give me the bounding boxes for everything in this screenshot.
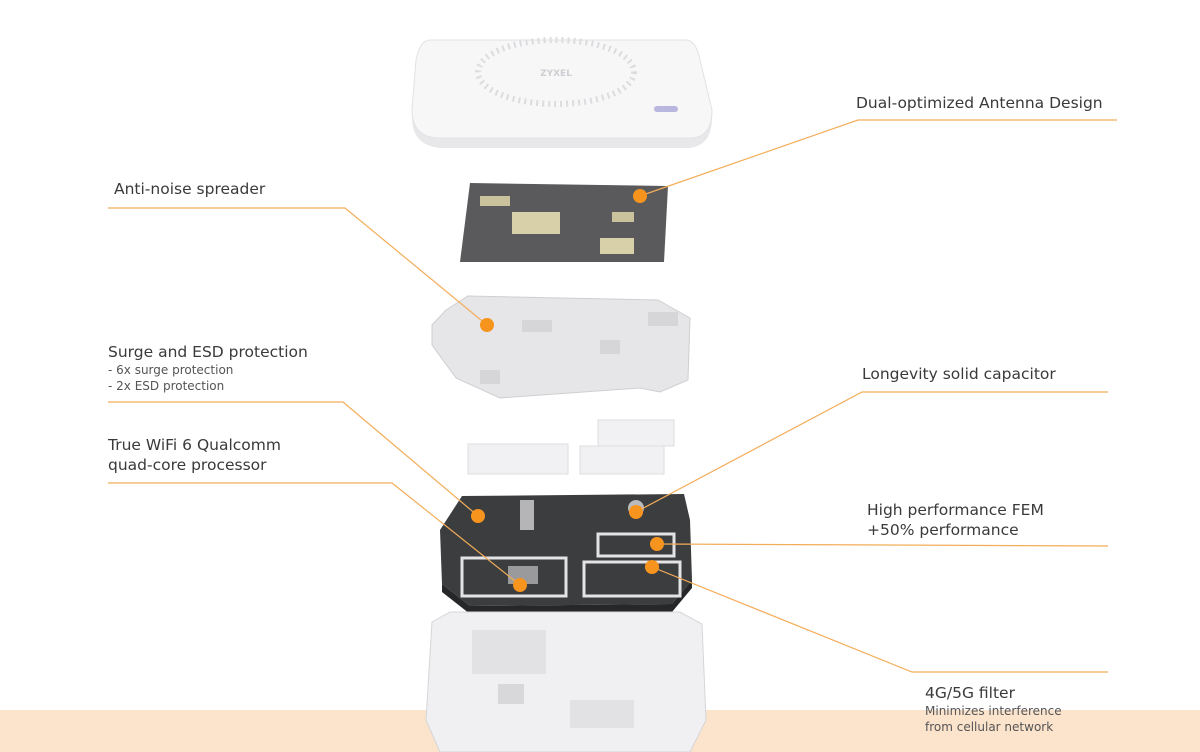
callout-surge-detail: - 2x ESD protection [108,379,225,393]
callout-capacitor: Longevity solid capacitor [862,365,1056,383]
callout-fem-line1: High performance FEM [867,501,1044,519]
callout-fem-line2: +50% performance [867,521,1019,539]
antenna-board [460,183,668,262]
marker-antenna [633,189,647,203]
marker-surge [471,509,485,523]
callout-processor-line1: True WiFi 6 Qualcomm [108,436,281,454]
leader-lines [108,119,1117,673]
callout-markers [471,189,664,592]
marker-processor [513,578,527,592]
brand-logo: ZYXEL [540,69,572,79]
callout-antenna: Dual-optimized Antenna Design [856,94,1103,112]
main-pcb [440,494,692,614]
bottom-case [425,611,707,752]
callout-processor: True WiFi 6 Qualcomm quad-core processor [108,435,281,475]
callout-fem: High performance FEM +50% performance [867,500,1044,540]
marker-spreader [480,318,494,332]
callout-surge: Surge and ESD protection - 6x surge prot… [108,342,308,394]
callout-filter: 4G/5G filter Minimizes interference from… [925,683,1062,735]
callout-surge-title: Surge and ESD protection [108,343,308,361]
callout-filter-title: 4G/5G filter [925,684,1015,702]
marker-fem [650,537,664,551]
callout-filter-detail: Minimizes interference [925,704,1062,718]
callout-processor-line2: quad-core processor [108,456,267,474]
callout-spreader: Anti-noise spreader [114,180,266,198]
callout-surge-detail: - 6x surge protection [108,363,234,377]
spreader-plate [431,295,691,399]
callout-filter-detail: from cellular network [925,720,1054,734]
top-cover: ZYXEL [411,37,713,148]
marker-capacitor [629,505,643,519]
thermal-pads [467,419,675,475]
marker-filter [645,560,659,574]
